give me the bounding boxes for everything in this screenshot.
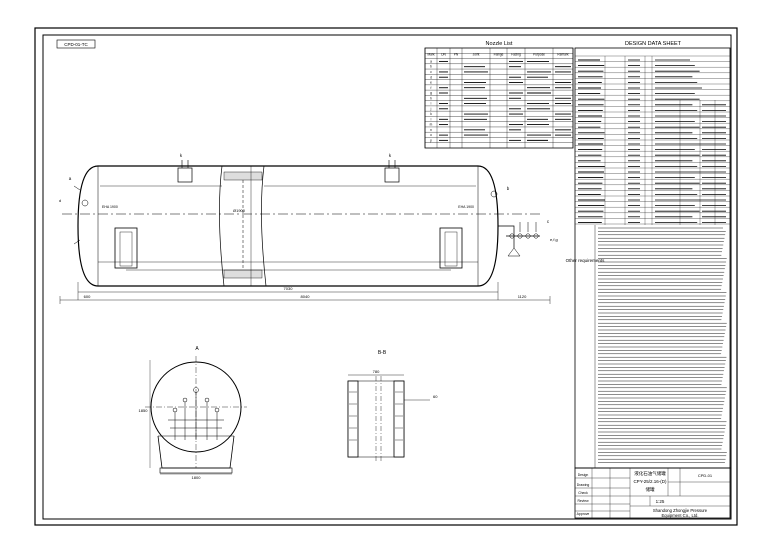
bb-right-plate xyxy=(393,380,405,458)
nozzle-mark: l xyxy=(431,117,432,121)
label-head-left: EHA 1900 xyxy=(102,205,118,209)
manhole-break-right xyxy=(261,165,267,287)
nozzle-header: Flange xyxy=(494,52,504,56)
nozzle-mark: h xyxy=(430,96,432,100)
dim-total: 7030 xyxy=(284,286,294,291)
section-a-height: 1850 xyxy=(139,408,149,413)
label-a: a xyxy=(69,176,72,181)
code-box-text: CPD-01-TC xyxy=(64,42,88,47)
inner-border xyxy=(42,34,732,520)
title-block: 液化石油气储罐 CPY-25/2.16-(D) 储罐 CPD-01 1:25 S… xyxy=(574,467,731,519)
nozzle-mark: p xyxy=(430,138,432,142)
bb-left-plate xyxy=(347,380,359,458)
code-box xyxy=(56,39,96,49)
design-data-title: DESIGN DATA SHEET xyxy=(625,41,682,47)
nozzle-mark: d xyxy=(430,75,432,79)
label-k-left: k xyxy=(180,153,183,158)
nozzle-mark: b xyxy=(430,65,432,69)
dim-left: 600 xyxy=(84,294,91,299)
manhole-break-left xyxy=(219,165,225,287)
nozzle-header: Remark xyxy=(557,52,569,56)
nozzle-header: DN xyxy=(441,52,446,56)
nozzle-mark: e xyxy=(430,81,432,85)
right-head-nozzle xyxy=(490,190,498,198)
nozzle-mark: m xyxy=(430,123,433,127)
nozzle-mark: i xyxy=(431,102,432,106)
section-bb-top-dim: 780 xyxy=(373,369,380,374)
company-line2: Equipment Co., Ltd. xyxy=(661,513,698,518)
nozzle-mark: a xyxy=(430,59,432,63)
title-block-row-label: Check xyxy=(578,491,588,495)
manhole-hatch-top xyxy=(223,171,263,181)
dim-right: 1120 xyxy=(518,294,527,299)
nozzle-header: Facing xyxy=(511,52,521,56)
section-a-width: 1800 xyxy=(192,475,202,480)
end-section-view xyxy=(145,356,247,475)
nozzle-mark: o xyxy=(430,133,432,137)
saddle-support-right xyxy=(439,227,463,269)
nozzle-header: PN xyxy=(454,52,459,56)
company-line1: Shandong Zhongjie Pressure xyxy=(653,508,708,513)
label-k-right: k xyxy=(389,153,392,158)
section-bb-title: B-B xyxy=(378,350,387,356)
section-bb-side-dim: 60 xyxy=(433,394,438,399)
label-c: c xyxy=(547,219,550,224)
manhole-hatch-bottom xyxy=(223,269,263,279)
outer-border xyxy=(34,27,738,526)
nozzle-mark: j xyxy=(430,107,432,111)
left-head-nozzle xyxy=(81,199,89,207)
nozzle-mark: f xyxy=(431,86,432,90)
title-sub: 储罐 xyxy=(646,486,655,493)
top-nozzle-left xyxy=(177,167,193,183)
section-a-title: A xyxy=(195,346,199,352)
title-model: CPY-25/2.16-(D) xyxy=(633,479,667,484)
saddle-support-left xyxy=(114,227,138,269)
label-efg: e,f,g xyxy=(550,237,558,242)
nozzle-header: Purpose xyxy=(533,52,545,56)
title-cn: 液化石油气储罐 xyxy=(634,470,666,477)
vessel-elevation-view xyxy=(59,160,551,304)
nozzle-mark: k xyxy=(430,112,432,116)
title-block-row-label: Approve xyxy=(577,512,590,516)
other-requirements-label: Other requirements xyxy=(566,258,606,263)
top-nozzle-right xyxy=(384,167,400,183)
dim-overall: 8040 xyxy=(301,294,311,299)
nozzle-mark: g xyxy=(430,91,432,95)
nozzle-header: Joint xyxy=(473,52,480,56)
title-block-row-label: Drawing xyxy=(577,483,590,487)
label-head-right: EHA 1900 xyxy=(458,205,474,209)
dim-diameter: Ø1900 xyxy=(233,208,246,213)
nozzle-list-title: Nozzle List xyxy=(486,41,513,47)
nozzle-mark: c xyxy=(430,70,432,74)
title-block-row-label: Review xyxy=(577,499,589,503)
label-d: d xyxy=(59,198,61,203)
drawing-scale: 1:25 xyxy=(656,499,665,504)
nozzle-header: Mark xyxy=(427,52,434,56)
title-block-row-label: Design xyxy=(578,473,589,477)
label-b: b xyxy=(507,186,510,191)
section-bb-view xyxy=(347,374,430,462)
design-data-sheet: DESIGN DATA SHEET Other requirements xyxy=(566,41,731,469)
drawing-number: CPD-01 xyxy=(698,473,713,478)
nozzle-mark: n xyxy=(430,128,432,132)
nozzle-list-table: Nozzle List Mark DN PN Joint Flange Facing Pur… xyxy=(424,41,574,149)
bottom-piping xyxy=(498,225,540,248)
